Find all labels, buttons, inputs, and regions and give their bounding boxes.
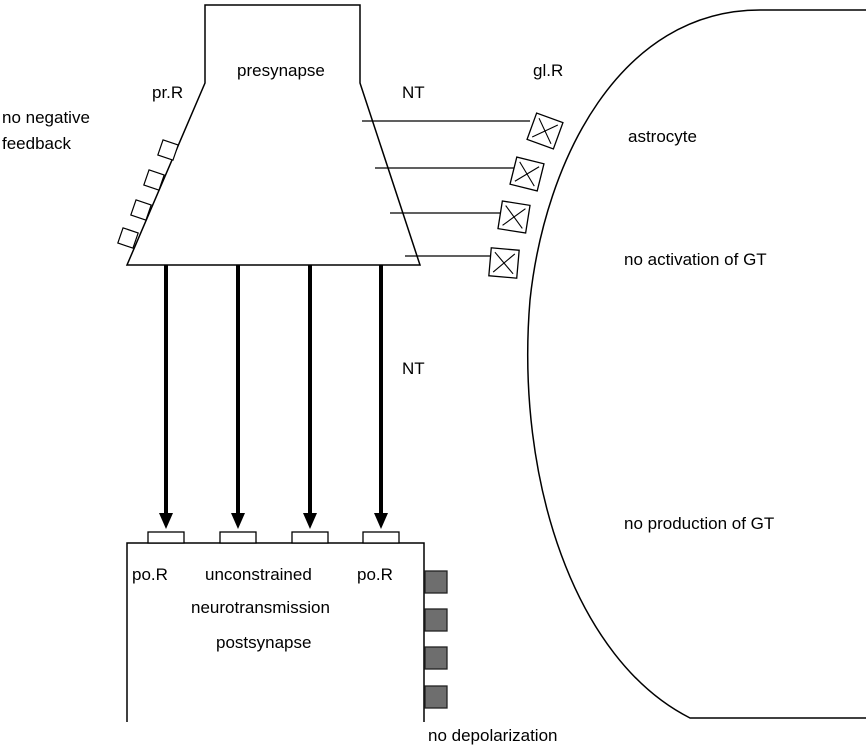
no-depolarization-label: no depolarization bbox=[428, 726, 557, 745]
postsynaptic-receptors bbox=[147, 531, 400, 544]
pr-receptor bbox=[117, 227, 139, 249]
nt-release-arrows bbox=[159, 265, 388, 529]
depolarization-receptor bbox=[424, 646, 448, 670]
gl-r-label: gl.R bbox=[533, 61, 563, 80]
astrocyte-label: astrocyte bbox=[628, 127, 697, 146]
glial-receptors bbox=[488, 112, 564, 279]
po-receptor bbox=[291, 531, 329, 544]
postsynapse-label: postsynapse bbox=[216, 633, 311, 652]
po-receptor bbox=[219, 531, 257, 544]
pr-r-label: pr.R bbox=[152, 83, 183, 102]
po-receptor bbox=[147, 531, 185, 544]
no-negative-feedback-line2: feedback bbox=[2, 134, 71, 153]
postsynapse-cell bbox=[126, 542, 425, 722]
depolarization-receptor bbox=[424, 570, 448, 594]
pr-receptor bbox=[130, 199, 152, 221]
astrocyte-outline bbox=[527, 9, 866, 719]
unconstrained-label: unconstrained bbox=[205, 565, 312, 584]
boxed-x-icon bbox=[526, 112, 564, 150]
pr-receptor bbox=[143, 169, 165, 191]
depolarization-receptor bbox=[424, 608, 448, 632]
presynapse-terminal bbox=[125, 4, 422, 266]
nt-top-label: NT bbox=[402, 83, 425, 102]
no-activation-gt-label: no activation of GT bbox=[624, 250, 767, 269]
nt-middle-label: NT bbox=[402, 359, 425, 378]
depolarization-receptor bbox=[424, 685, 448, 709]
boxed-x-icon bbox=[488, 247, 520, 279]
nt-to-astrocyte-lines bbox=[362, 120, 530, 257]
pr-receptor bbox=[157, 139, 179, 161]
po-r-left-label: po.R bbox=[132, 565, 168, 584]
po-r-right-label: po.R bbox=[357, 565, 393, 584]
depolarization-receptors bbox=[424, 570, 448, 709]
boxed-x-icon bbox=[497, 200, 531, 234]
no-production-gt-label: no production of GT bbox=[624, 514, 774, 533]
boxed-x-icon bbox=[509, 156, 545, 192]
presynaptic-receptors bbox=[117, 139, 179, 249]
neurotransmission-label: neurotransmission bbox=[191, 598, 330, 617]
po-receptor bbox=[362, 531, 400, 544]
no-negative-feedback-line1: no negative bbox=[2, 108, 90, 127]
presynapse-label: presynapse bbox=[237, 61, 325, 80]
